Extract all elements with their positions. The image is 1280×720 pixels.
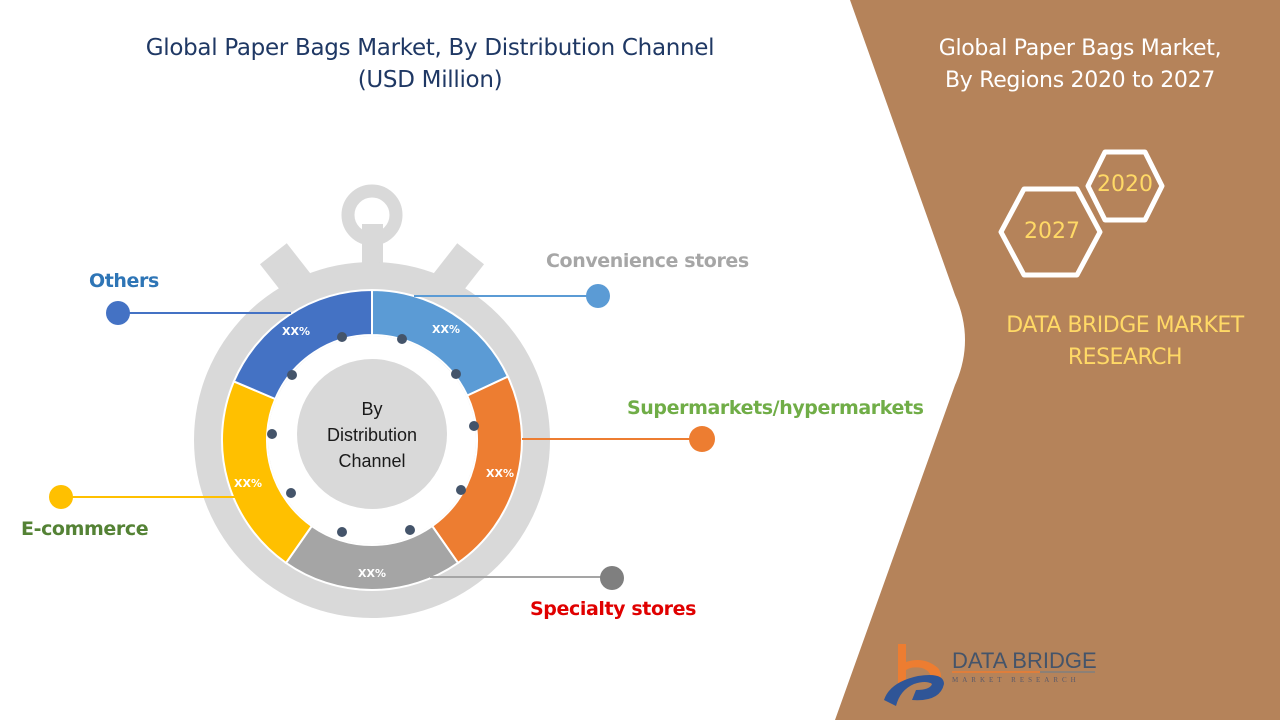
stopwatch-crown-stem: [362, 224, 383, 269]
marker-convenience-stores: [586, 284, 610, 308]
regions-title-line2: By Regions 2020 to 2027: [944, 68, 1216, 93]
pct-e-commerce: XX%: [234, 477, 262, 490]
hexagon-2027-label: 2027: [1024, 219, 1080, 244]
center-label-line2: Distribution: [326, 425, 418, 445]
marker-others: [106, 301, 130, 325]
label-others: Others: [89, 270, 159, 292]
center-label-line3: Channel: [338, 451, 406, 471]
pct-supermarkets: XX%: [486, 467, 514, 480]
label-supermarkets-hypermarkets: Supermarkets/hypermarkets: [627, 397, 924, 419]
regions-title: Global Paper Bags Market, By Regions 202…: [905, 33, 1255, 97]
logo-tagline: MARKET RESEARCH: [952, 676, 1080, 684]
marker-e-commerce: [49, 485, 73, 509]
pct-specialty-stores: XX%: [358, 567, 386, 580]
pct-others: XX%: [282, 325, 310, 338]
label-specialty-stores: Specialty stores: [530, 598, 696, 620]
chart-title: Global Paper Bags Market, By Distributio…: [120, 32, 740, 96]
marker-supermarkets: [689, 426, 715, 452]
segment-others[interactable]: [232, 288, 373, 401]
pct-convenience-stores: XX%: [432, 323, 460, 336]
dial-tick-dots: [267, 332, 479, 537]
hexagon-2027: [998, 186, 1103, 278]
brand-name: DATA BRIDGE MARKET RESEARCH: [975, 310, 1275, 374]
marker-specialty-stores: [600, 566, 624, 590]
chart-title-line1: Global Paper Bags Market, By Distributio…: [145, 35, 715, 61]
logo-wordmark: DATA BRIDGE: [952, 648, 1097, 673]
data-bridge-logo-icon: [884, 644, 944, 706]
brand-name-line1: DATA BRIDGE MARKET: [1006, 313, 1244, 338]
regions-title-line1: Global Paper Bags Market,: [938, 36, 1222, 61]
label-convenience-stores: Convenience stores: [546, 250, 749, 272]
center-label: By Distribution Channel: [297, 396, 447, 474]
right-panel-background: [835, 0, 1280, 720]
center-circle: [297, 359, 447, 509]
center-label-line1: By: [361, 399, 383, 419]
hexagon-2020: [1085, 149, 1165, 223]
brand-name-line2: RESEARCH: [1067, 345, 1183, 370]
label-e-commerce: E-commerce: [21, 518, 149, 540]
chart-title-line2: (USD Million): [357, 67, 503, 93]
hexagon-2020-label: 2020: [1097, 172, 1153, 197]
